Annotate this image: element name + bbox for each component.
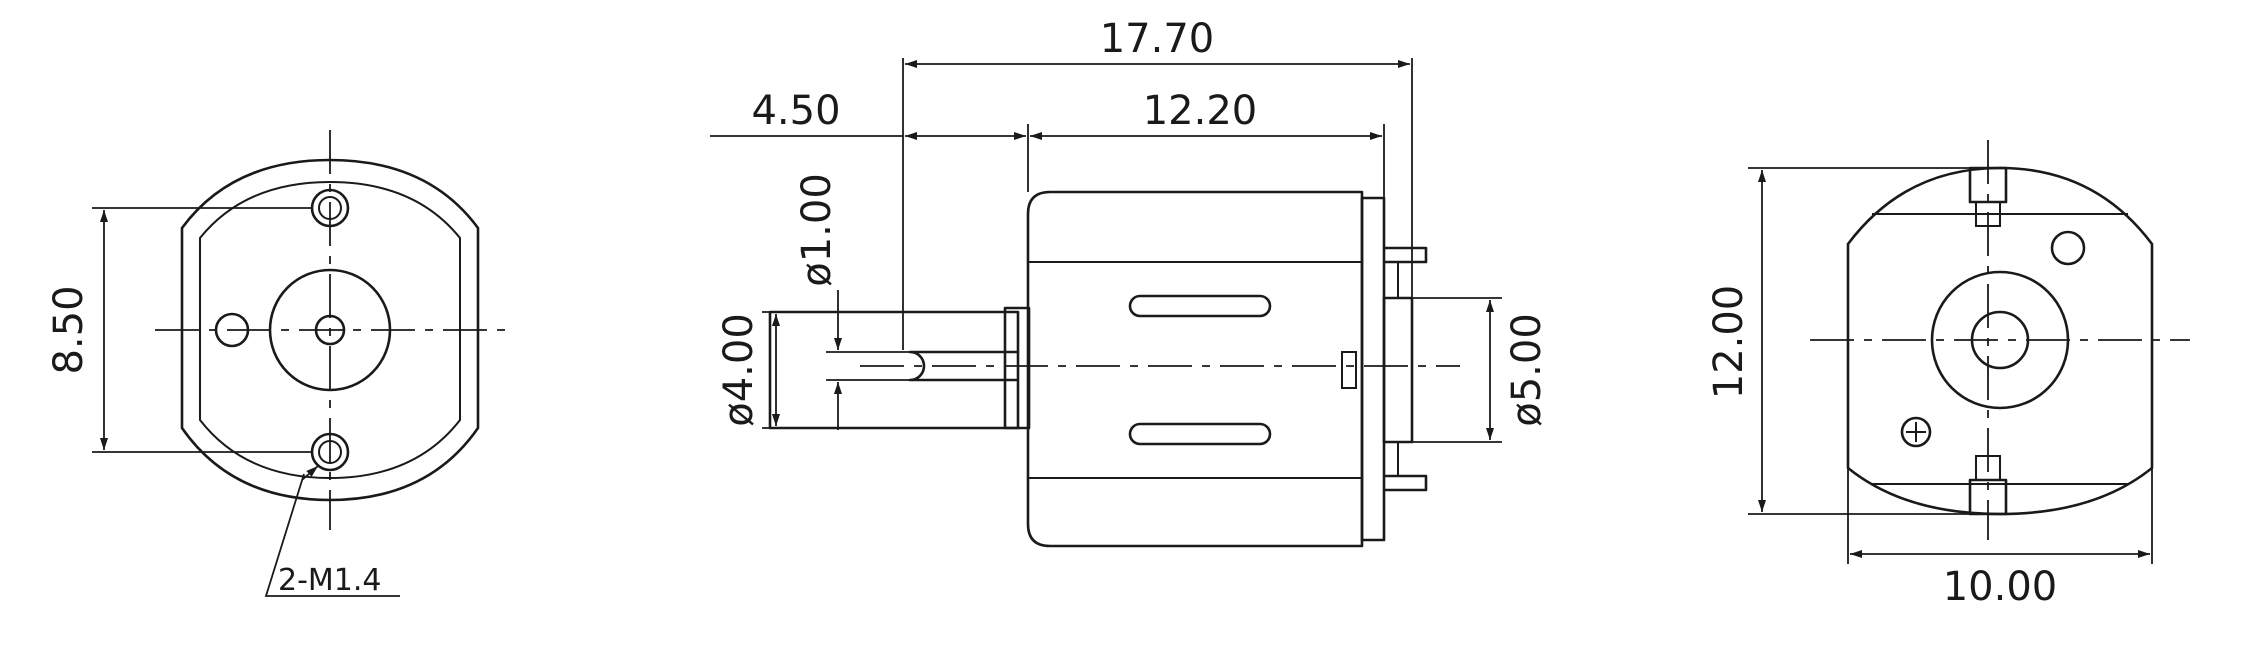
side-view: 17.70 4.50 12.20 ø1.00 ø4.00 ø5.00 [710,16,1550,548]
motor-can [1026,190,1364,548]
dim-shaft-diameter-label: ø1.00 [794,173,840,287]
rear-view: 12.00 10.00 [1706,140,2190,610]
dim-rear-boss-diameter-label: ø5.00 [1504,313,1550,427]
front-view: 8.50 2-M1.4 [46,130,505,598]
positive-terminal-mark [1900,416,1932,448]
end-cap [1360,196,1386,542]
dim-rear-width-label: 10.00 [1943,564,2058,610]
can-slot-bottom [1128,422,1272,446]
thread-label: 2-M1.4 [278,563,382,598]
front-body-outline [180,158,480,502]
dim-boss-diameter-label: ø4.00 [716,313,762,427]
rear-small-hole [2050,230,2086,266]
dim-overall-length-label: 17.70 [1100,16,1215,62]
dim-rear-height-label: 12.00 [1706,285,1752,400]
rear-body-outline [1846,166,2154,516]
dim-shaft-length-label: 4.50 [751,88,840,134]
front-boss-side [768,310,1020,430]
terminal-bottom [1384,474,1428,492]
shaft [908,350,1018,382]
thread-leader [301,465,319,481]
can-slot-top [1128,294,1272,318]
dim-body-length-label: 12.20 [1143,88,1258,134]
front-inner-outline [199,180,461,480]
terminal-top [1384,246,1428,264]
dim-front-height-label: 8.50 [46,285,92,374]
rear-boss [1382,296,1414,444]
